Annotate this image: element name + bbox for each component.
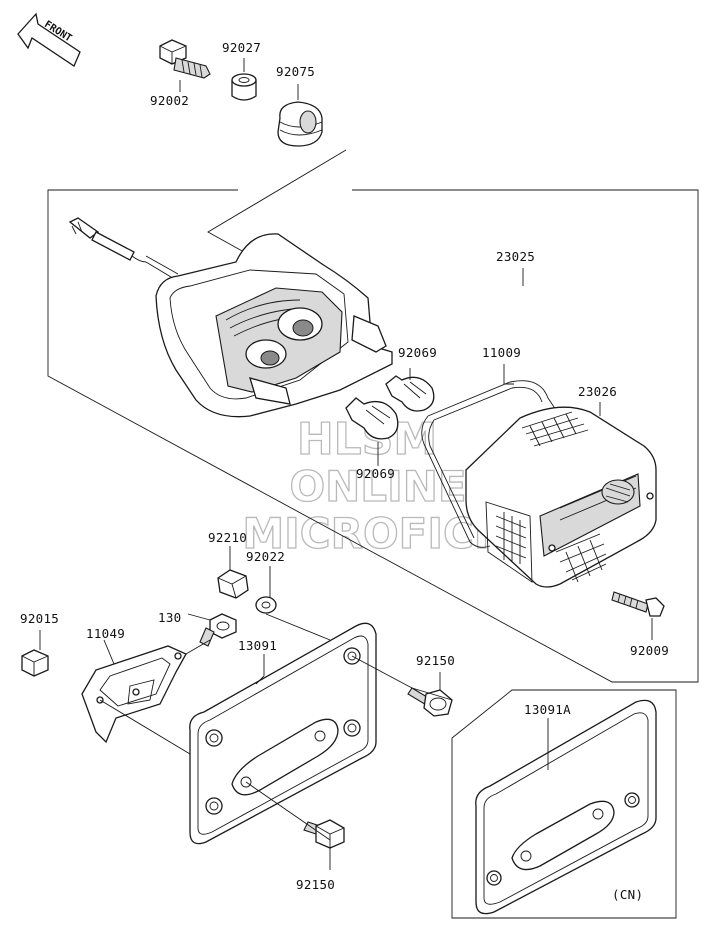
bolt-92002: [159, 39, 211, 79]
bulb-socket-lower: [245, 339, 287, 369]
label-92022: 92022: [246, 549, 285, 564]
lens-texture-side: [555, 533, 607, 583]
label-92002: 92002: [150, 93, 189, 108]
bracket-11049: [81, 645, 187, 744]
label-92210: 92210: [208, 530, 247, 545]
label-11049: 11049: [86, 626, 125, 641]
label-11009: 11009: [482, 345, 521, 360]
label-92009: 92009: [630, 643, 669, 658]
bulb-92069-lower: [345, 397, 399, 440]
collar-92027: [231, 73, 257, 101]
label-13091: 13091: [238, 638, 277, 653]
nut-92015: [21, 649, 49, 677]
lamp-housing: [155, 233, 393, 418]
bolt-130: [199, 613, 237, 647]
assembly-frame-23025: [47, 189, 699, 683]
lens-23026: [465, 406, 657, 588]
bolt-92150-bottom: [303, 819, 345, 849]
variant-frame-13091A: [451, 689, 677, 919]
screw-92009: [611, 591, 665, 617]
wire-connector: [68, 217, 179, 281]
bolt-92150-right: [407, 687, 453, 717]
label-92150-bottom: 92150: [296, 877, 335, 892]
leader-lines-lower: [39, 364, 653, 870]
front-arrow: FRONT: [17, 12, 81, 67]
label-92027: 92027: [222, 40, 261, 55]
bulb-socket-upper: [277, 307, 323, 341]
label-13091A: 13091A: [524, 702, 571, 717]
watermark-line2: ONLINE: [289, 462, 466, 511]
label-23025: 23025: [496, 249, 535, 264]
label-23026: 23026: [578, 384, 617, 399]
lens-texture-top: [521, 411, 589, 447]
washer-92022: [255, 596, 277, 614]
part-labels: 92002 92027 92075 23025 92069 11009 2302…: [20, 40, 669, 902]
bulb-92069-upper: [385, 375, 435, 412]
license-plate-13091A: [475, 699, 657, 915]
label-92069-lower: 92069: [356, 466, 395, 481]
label-92015: 92015: [20, 611, 59, 626]
region-note: (CN): [612, 887, 643, 902]
label-130: 130: [158, 610, 181, 625]
nut-92210: [217, 569, 249, 599]
label-92150-right: 92150: [416, 653, 455, 668]
license-plate-13091: [189, 622, 377, 845]
gasket-11009: [421, 380, 557, 548]
lens-texture-front: [495, 512, 527, 564]
label-92075: 92075: [276, 64, 315, 79]
grommet-92075: [277, 101, 323, 147]
label-92069-upper: 92069: [398, 345, 437, 360]
lens-reflector: [601, 479, 635, 505]
leader-lines-top: [179, 58, 347, 253]
